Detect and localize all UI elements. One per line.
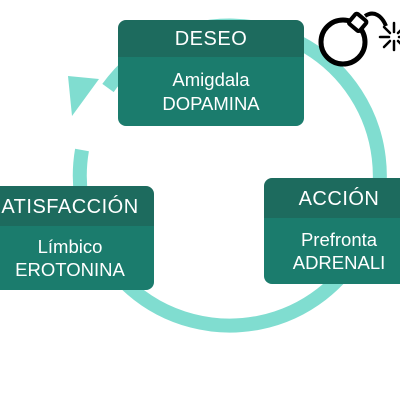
node-satisfaccion-body: Límbico EROTONINA — [0, 226, 154, 290]
bomb-icon — [318, 11, 400, 67]
node-accion-body: Prefronta ADRENALI — [264, 218, 400, 284]
node-deseo-region: Amigdala — [172, 69, 250, 91]
node-satisfaccion-region: Límbico — [37, 235, 103, 257]
node-deseo-hormone: DOPAMINA — [162, 92, 260, 114]
node-satisfaccion-hormone: EROTONINA — [15, 259, 125, 280]
node-satisfaccion-header: ATISFACCIÓN — [0, 186, 154, 226]
node-deseo-body: Amigdala DOPAMINA — [118, 57, 304, 126]
node-deseo: DESEO Amigdala DOPAMINA — [118, 20, 304, 126]
node-accion: ACCIÓN Prefronta ADRENALI — [264, 178, 400, 284]
node-deseo-header: DESEO — [118, 20, 304, 57]
node-accion-region: Prefronta — [300, 228, 378, 250]
node-accion-hormone: ADRENALI — [292, 252, 386, 273]
node-accion-header: ACCIÓN — [264, 178, 400, 218]
node-satisfaccion: ATISFACCIÓN Límbico EROTONINA — [0, 186, 154, 290]
arrowhead — [68, 76, 99, 116]
